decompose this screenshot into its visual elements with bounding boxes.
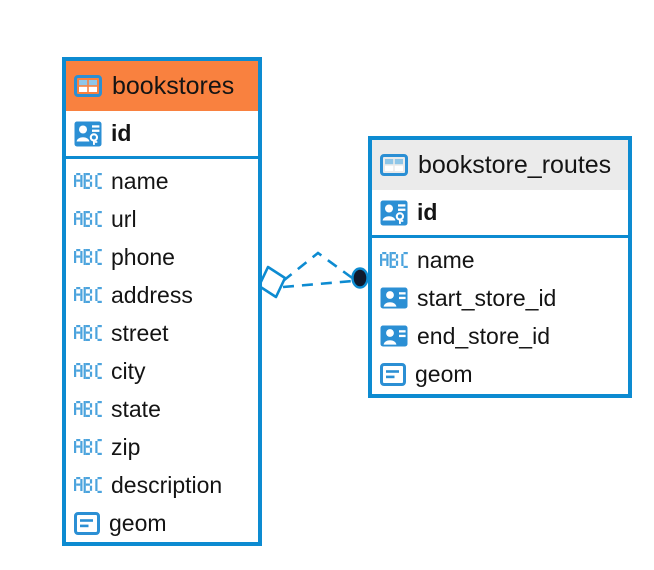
table-icon: [380, 154, 408, 176]
field-row-address[interactable]: address: [66, 276, 258, 314]
abc-text-icon: [74, 173, 102, 189]
field-label-description: description: [111, 471, 223, 498]
relationship-source-diamond-icon: [257, 265, 287, 299]
abc-text-icon: [74, 287, 102, 303]
primary-key-icon: [380, 200, 408, 225]
field-row-city[interactable]: city: [66, 352, 258, 390]
field-row-id[interactable]: id: [372, 190, 628, 235]
field-row-start-store-id[interactable]: start_store_id: [372, 279, 628, 317]
field-label-name: name: [111, 167, 169, 194]
entity-header-bookstore-routes[interactable]: bookstore_routes: [372, 140, 628, 190]
entity-title-bookstore-routes: bookstore_routes: [418, 150, 612, 179]
field-label-city: city: [111, 357, 146, 384]
field-row-name[interactable]: name: [66, 162, 258, 200]
field-label-geom: geom: [415, 360, 473, 387]
entity-header-bookstores[interactable]: bookstores: [66, 61, 258, 111]
field-row-zip[interactable]: zip: [66, 428, 258, 466]
abc-text-icon: [74, 401, 102, 417]
relationship-edge-upper: [282, 251, 356, 283]
abc-text-icon: [74, 325, 102, 341]
field-row-end-store-id[interactable]: end_store_id: [372, 317, 628, 355]
abc-text-icon: [380, 252, 408, 268]
foreign-key-icon: [380, 287, 408, 309]
entity-bookstore-routes[interactable]: bookstore_routes id: [368, 136, 632, 398]
field-label-zip: zip: [111, 433, 141, 460]
entity-title-bookstores: bookstores: [112, 71, 235, 100]
abc-text-icon: [74, 211, 102, 227]
field-label-state: state: [111, 395, 161, 422]
field-row-phone[interactable]: phone: [66, 238, 258, 276]
field-label-street: street: [111, 319, 169, 346]
field-label-start-store-id: start_store_id: [417, 284, 557, 311]
field-label-id: id: [417, 199, 438, 225]
primary-key-section-bookstores: id: [66, 111, 258, 159]
primary-key-section-bookstore-routes: id: [372, 190, 628, 238]
abc-text-icon: [74, 249, 102, 265]
field-row-description[interactable]: description: [66, 466, 258, 504]
relationship-edge-lower: [282, 279, 354, 289]
field-label-end-store-id: end_store_id: [417, 322, 550, 349]
geometry-icon: [380, 362, 406, 386]
field-row-name[interactable]: name: [372, 241, 628, 279]
field-list-bookstores: name url: [66, 159, 258, 546]
field-row-url[interactable]: url: [66, 200, 258, 238]
abc-text-icon: [74, 477, 102, 493]
abc-text-icon: [74, 363, 102, 379]
geometry-icon: [74, 511, 100, 535]
field-label-name: name: [417, 246, 475, 273]
field-list-bookstore-routes: name start_store_id: [372, 238, 628, 397]
field-row-id[interactable]: id: [66, 111, 258, 156]
field-row-geom[interactable]: geom: [66, 504, 258, 542]
table-icon: [74, 75, 102, 97]
field-row-state[interactable]: state: [66, 390, 258, 428]
entity-bookstores[interactable]: bookstores id: [62, 57, 262, 546]
field-label-url: url: [111, 205, 137, 232]
field-row-street[interactable]: street: [66, 314, 258, 352]
field-label-phone: phone: [111, 243, 175, 270]
foreign-key-icon: [380, 325, 408, 347]
abc-text-icon: [74, 439, 102, 455]
field-label-id: id: [111, 120, 132, 146]
field-label-geom: geom: [109, 509, 167, 536]
field-row-geom[interactable]: geom: [372, 355, 628, 393]
relationship-target-circle-icon: [351, 267, 369, 289]
primary-key-icon: [74, 121, 102, 146]
field-label-address: address: [111, 281, 193, 308]
